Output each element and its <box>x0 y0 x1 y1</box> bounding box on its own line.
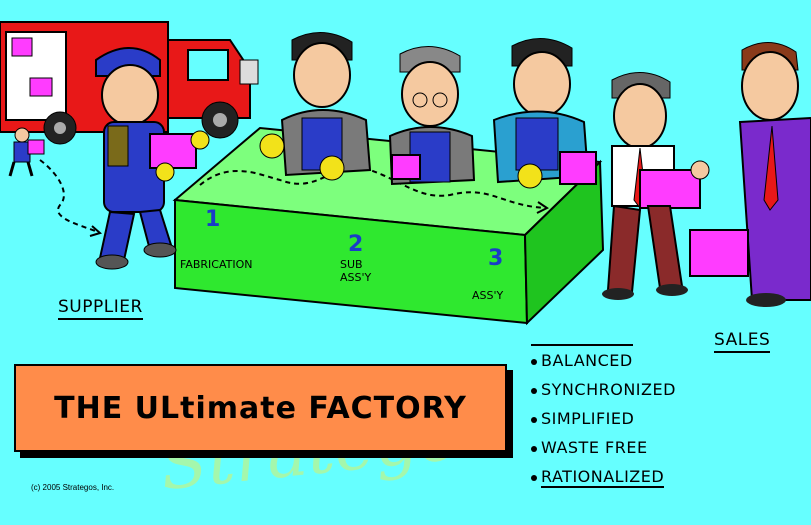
bullet-icon <box>531 358 537 365</box>
page-title: THE ULtimate FACTORY <box>54 390 467 426</box>
bullet-icon <box>531 445 537 452</box>
bullet-icon <box>531 387 537 394</box>
factory-attributes-list: BALANCED SYNCHRONIZED SIMPLIFIED WASTE F… <box>531 344 676 491</box>
bullet-icon <box>531 474 537 481</box>
supplier-worker <box>95 47 210 270</box>
supplier-label: SUPPLIER <box>58 297 143 320</box>
sales-man <box>689 42 811 307</box>
list-item: BALANCED <box>531 344 633 375</box>
flow-path-on-table <box>199 167 546 209</box>
title-banner: THE ULtimate FACTORY <box>14 364 507 452</box>
stage-2-number: 2 <box>348 232 364 257</box>
sales-label: SALES <box>714 330 771 353</box>
list-item: WASTE FREE <box>531 433 676 462</box>
customer-man <box>602 71 701 300</box>
flow-arrow-path <box>39 159 99 233</box>
worker-fabrication <box>259 31 372 181</box>
worker-assembly <box>492 37 597 189</box>
bullet-icon <box>531 416 537 423</box>
list-item: SIMPLIFIED <box>531 404 676 433</box>
stage-1-label: FABRICATION <box>180 258 253 271</box>
truck-worker <box>8 127 45 177</box>
list-item: SYNCHRONIZED <box>531 375 676 404</box>
work-table <box>172 126 605 326</box>
stage-3-number: 3 <box>488 246 504 271</box>
worker-subassembly <box>388 45 476 186</box>
stage-2-label: SUB ASS'Y <box>340 258 372 284</box>
list-item: RATIONALIZED <box>531 462 676 491</box>
stage-1-number: 1 <box>205 207 221 232</box>
copyright-notice: (c) 2005 Strategos, Inc. <box>31 483 115 492</box>
stage-3-label: ASS'Y <box>472 289 504 302</box>
